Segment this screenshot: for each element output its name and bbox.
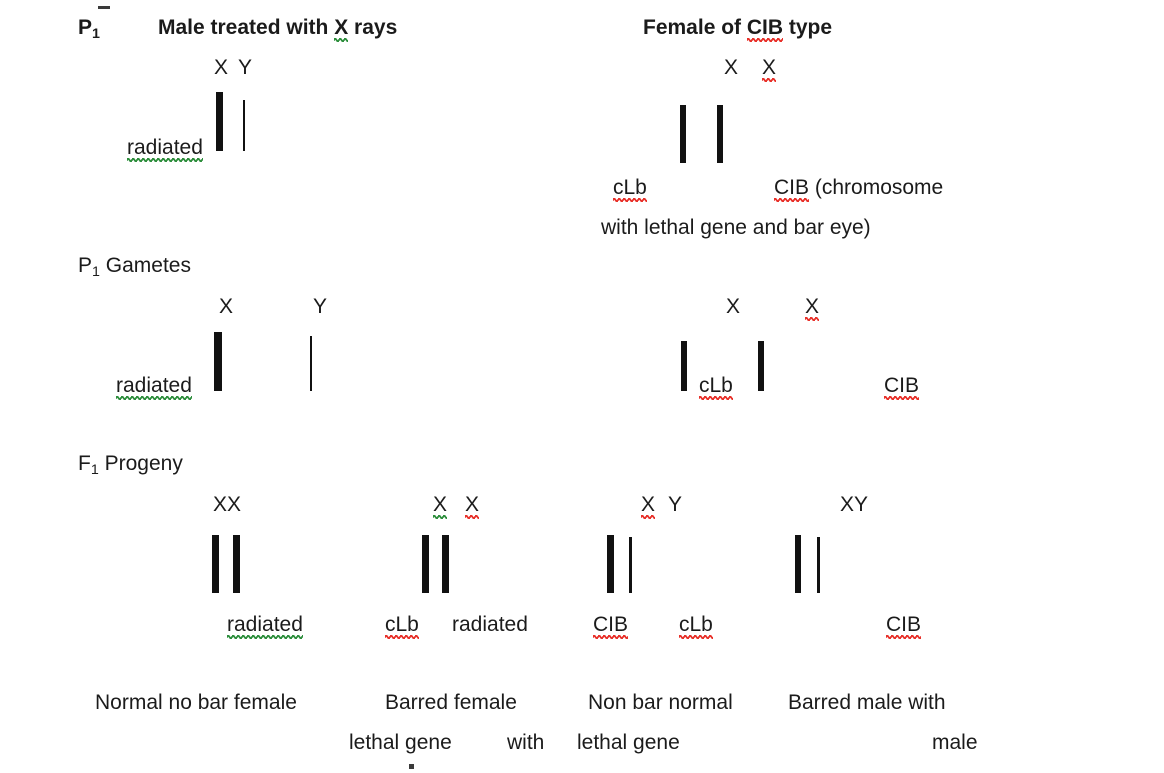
outcome-group4-line2: male	[932, 731, 978, 754]
p1-male-genotype-x: X	[214, 56, 229, 79]
outcome-group3-line2-with: with	[507, 731, 545, 754]
f1-group2-genotype-part1: X	[433, 493, 448, 519]
f1-group2-genotype-part2: X	[465, 493, 480, 519]
f1-group3-genotype-part1: X	[641, 493, 656, 519]
f1-group2-label-right: radiated	[452, 613, 528, 636]
p1-stage-label: P1	[78, 16, 100, 42]
f1-group4-label-right: CIB	[886, 613, 922, 639]
f1-group4-chromosome-bar-right	[817, 537, 820, 593]
outcome-group2-line2: lethal gene	[349, 731, 452, 754]
p1-female-clb-chromosome-bar	[680, 105, 686, 163]
p1-female-clb-label: cLb	[613, 176, 647, 202]
p1-female-genotype-x2: X	[762, 56, 777, 82]
gametes-female-clb-label: cLb	[699, 374, 733, 400]
f1-group3-chromosome-bar-left	[607, 535, 614, 593]
f1-group4-chromosome-bar-left	[795, 535, 801, 593]
scan-artifact-bottom	[409, 764, 414, 769]
scan-artifact-top	[98, 6, 110, 9]
p1-male-radiated-label: radiated	[127, 136, 203, 162]
female-heading-cib: CIB	[746, 16, 784, 42]
gametes-male-y-chromosome-bar	[310, 336, 312, 391]
p1-male-genotype-y: Y	[238, 56, 253, 79]
p1-male-x-chromosome-bar	[216, 92, 223, 151]
outcome-group2-line1: Barred female	[385, 691, 517, 714]
gametes-stage-label: P1 Gametes	[78, 254, 191, 280]
f1-group1-chromosome-bar-right	[233, 535, 240, 593]
p1-male-y-chromosome-bar	[243, 100, 245, 151]
gametes-female-x2-label: X	[805, 295, 820, 321]
male-heading-x: X	[334, 16, 349, 42]
male-heading: Male treated with X rays	[158, 16, 398, 42]
f1-group2-label-left: cLb	[385, 613, 419, 639]
p1-female-cib-label: CIB (chromosome	[774, 176, 944, 202]
gametes-female-cib-chromosome-bar	[758, 341, 764, 391]
outcome-group1-line1: Normal no bar female	[95, 691, 297, 714]
f1-stage-label: F1 Progeny	[78, 452, 183, 478]
p1-female-cib-note-line2: with lethal gene and bar eye)	[601, 216, 871, 239]
outcome-group3-line1: Non bar normal	[588, 691, 733, 714]
gametes-male-x-label: X	[219, 295, 234, 318]
gametes-female-clb-chromosome-bar	[681, 341, 687, 391]
outcome-group4-line1: Barred male with	[788, 691, 946, 714]
f1-group1-label-right: radiated	[227, 613, 303, 639]
outcome-group3-line2-lethal-gene: lethal gene	[577, 731, 680, 754]
f1-group3-chromosome-bar-right	[629, 537, 632, 593]
f1-group4-genotype: XY	[840, 493, 869, 516]
f1-group1-chromosome-bar-left	[212, 535, 219, 593]
f1-group3-label-left: CIB	[593, 613, 629, 639]
f1-group2-chromosome-bar-right	[442, 535, 449, 593]
f1-group2-chromosome-bar-left	[422, 535, 429, 593]
p1-female-genotype-x1: X	[724, 56, 739, 79]
f1-group3-genotype-part2: Y	[668, 493, 683, 516]
p1-female-cib-chromosome-bar	[717, 105, 723, 163]
female-heading: Female of CIB type	[643, 16, 833, 42]
f1-group1-genotype: XX	[213, 493, 242, 516]
gametes-male-y-label: Y	[313, 295, 328, 318]
gametes-female-cib-label: CIB	[884, 374, 920, 400]
gametes-male-radiated-label: radiated	[116, 374, 192, 400]
f1-group3-label-right: cLb	[679, 613, 713, 639]
gametes-male-x-chromosome-bar	[214, 332, 222, 391]
gametes-female-x1-label: X	[726, 295, 741, 318]
